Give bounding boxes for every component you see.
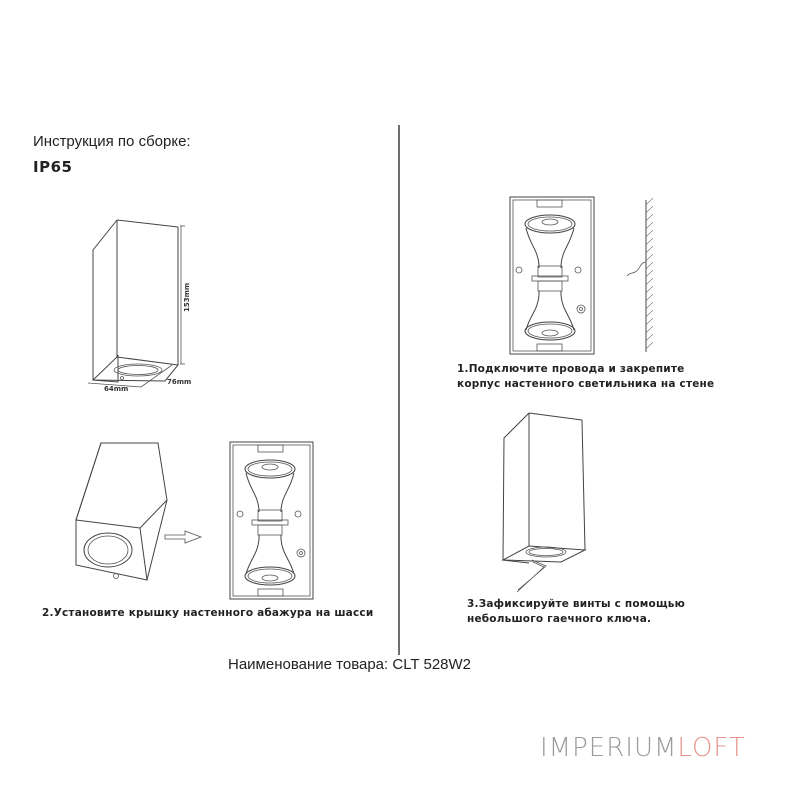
wrench-icon xyxy=(516,559,547,593)
arrow-icon xyxy=(164,530,203,544)
ip-rating: IP65 xyxy=(33,158,73,176)
step-1-line1: 1.Подключите провода и закрепите xyxy=(457,363,685,375)
brand-logo-part2: LOFT xyxy=(677,733,746,763)
step1-chassis-drawing xyxy=(509,196,654,355)
step-3-caption: 3.Зафиксируйте винты с помощью небольшог… xyxy=(467,597,685,627)
brand-logo-part1: IMPERIUM xyxy=(540,733,678,763)
step-2-line1: 2.Установите крышку настенного абажура н… xyxy=(42,607,374,619)
step-3-line2: небольшого гаечного ключа. xyxy=(467,613,652,625)
lamp-dimension-drawing: 153mm xyxy=(87,219,191,388)
step-2-caption: 2.Установите крышку настенного абажура н… xyxy=(42,606,373,621)
step-3-line1: 3.Зафиксируйте винты с помощью xyxy=(467,598,685,610)
step3-lamp-drawing xyxy=(501,412,587,593)
step-1-line2: корпус настенного светильника на стене xyxy=(457,378,715,390)
product-name: Наименование товара: CLT 528W2 xyxy=(228,656,472,673)
instructions-title: Инструкция по сборке: xyxy=(33,133,191,150)
step2-cover-drawing xyxy=(75,441,314,600)
step-1-caption: 1.Подключите провода и закрепите корпус … xyxy=(457,362,714,392)
brand-logo: IMPERIUMLOFT xyxy=(540,733,746,763)
height-dimension: 153mm xyxy=(183,283,191,312)
width-dimension: 64mm xyxy=(104,385,129,393)
vertical-divider xyxy=(398,125,400,655)
depth-dimension: 76mm xyxy=(167,378,192,386)
